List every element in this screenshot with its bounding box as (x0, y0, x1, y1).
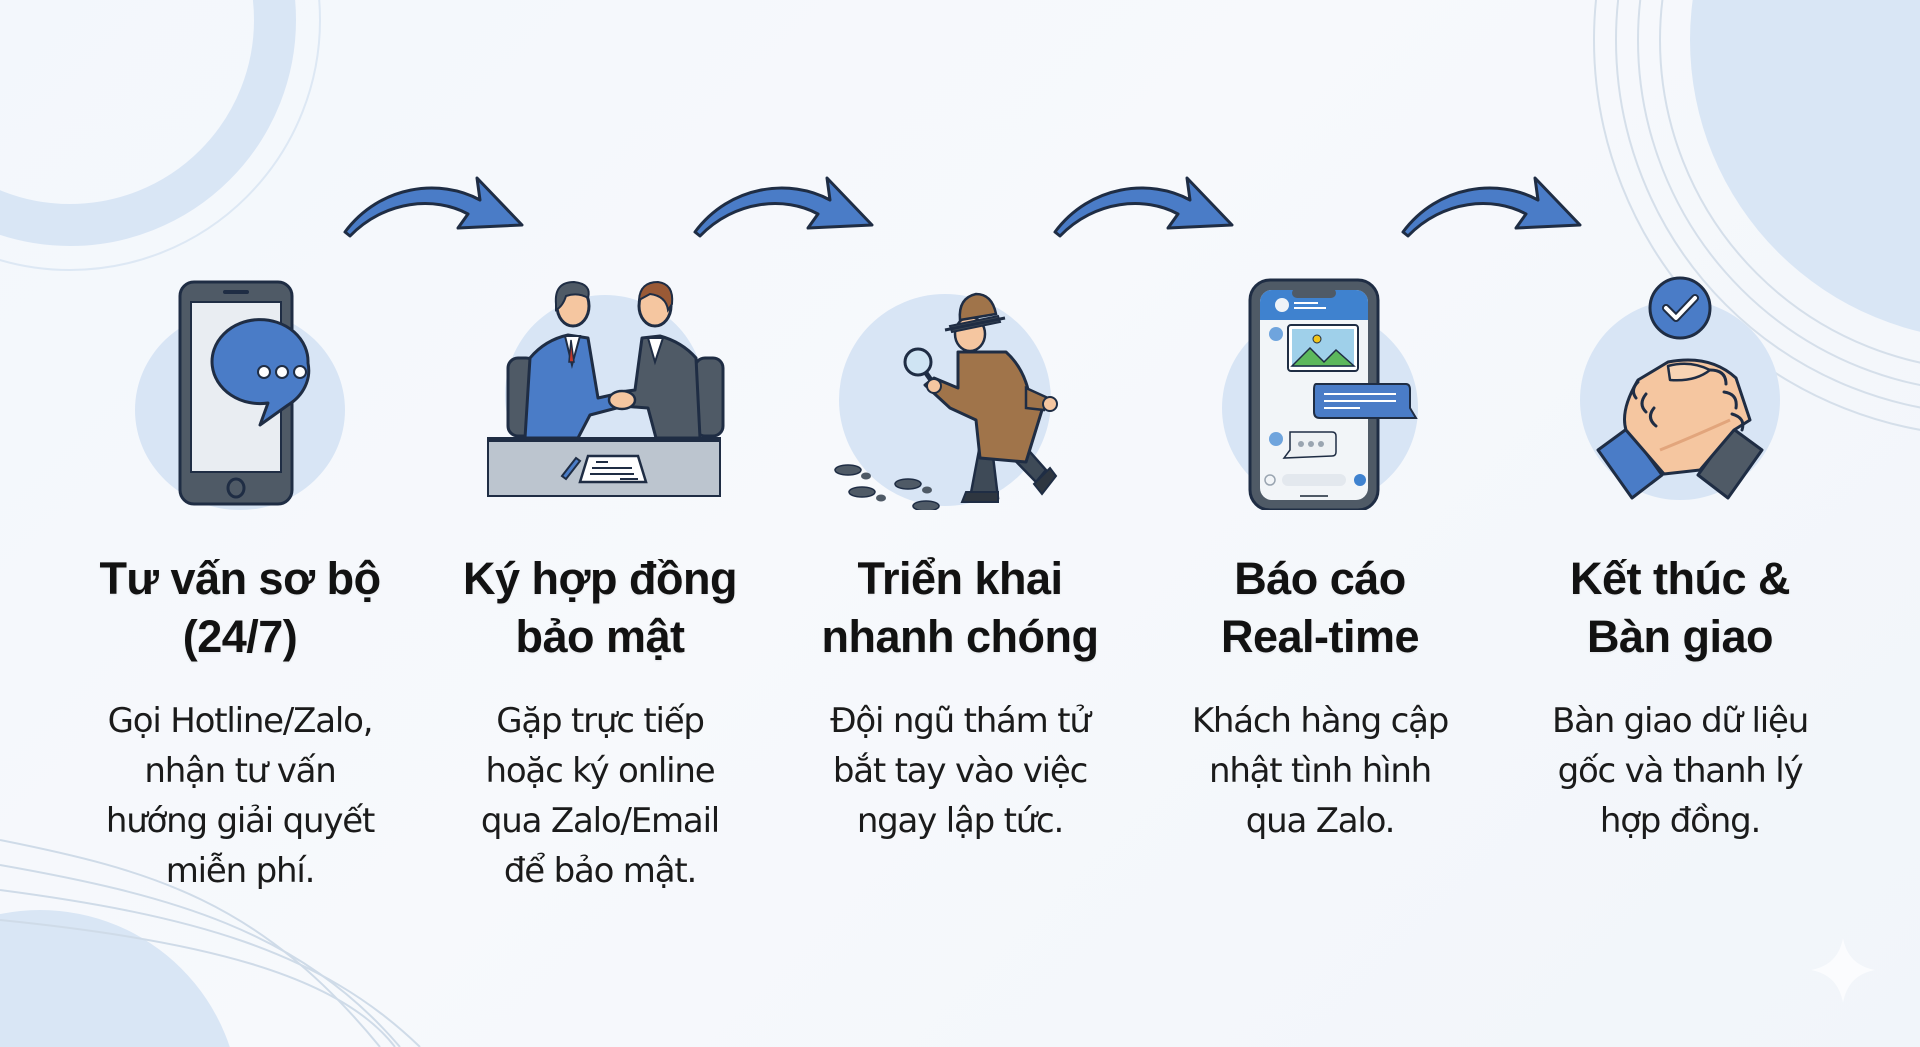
step-description: Gọi Hotline/Zalo, nhận tư vấn hướng giải… (105, 701, 375, 891)
curved-arrow-right-icon (1398, 170, 1583, 240)
phone-chat-report-icon (1200, 270, 1440, 512)
curved-arrow-right-icon (1050, 170, 1235, 240)
process-step-5: Kết thúc & Bàn giao Bàn giao dữ liệu gốc… (1510, 270, 1850, 846)
process-step-2: Ký hợp đồng bảo mật Gặp trực tiếp hoặc k… (430, 270, 770, 896)
process-step-4: Báo cáo Real-time Khách hàng cập nhật tì… (1150, 270, 1490, 846)
smartphone-chat-icon (120, 270, 360, 510)
checkmark-badge-icon (1648, 276, 1712, 340)
handshake-contract-icon (470, 270, 730, 510)
step-title: Ký hợp đồng bảo mật (463, 553, 737, 662)
curved-arrow-right-icon (340, 170, 525, 240)
process-step-1: Tư vấn sơ bộ (24/7) Gọi Hotline/Zalo, nh… (70, 270, 410, 896)
step-title: Kết thúc & Bàn giao (1570, 553, 1791, 662)
step-description: Gặp trực tiếp hoặc ký online qua Zalo/Em… (480, 701, 720, 891)
clasped-hands-check-icon (1560, 270, 1800, 510)
step-title: Triển khai nhanh chóng (821, 553, 1099, 662)
detective-magnifier-icon (830, 270, 1090, 512)
step-description: Đội ngũ thám tử bắt tay vào việc ngay lậ… (830, 701, 1091, 841)
process-step-3: Triển khai nhanh chóng Đội ngũ thám tử b… (790, 270, 1130, 846)
step-title: Tư vấn sơ bộ (24/7) (99, 553, 381, 662)
step-description: Khách hàng cập nhật tình hình qua Zalo. (1191, 701, 1450, 841)
step-title: Báo cáo Real-time (1220, 553, 1420, 662)
step-description: Bàn giao dữ liệu gốc và thanh lý hợp đồn… (1551, 701, 1809, 841)
sparkle-icon (1811, 938, 1875, 1003)
curved-arrow-right-icon (690, 170, 875, 240)
